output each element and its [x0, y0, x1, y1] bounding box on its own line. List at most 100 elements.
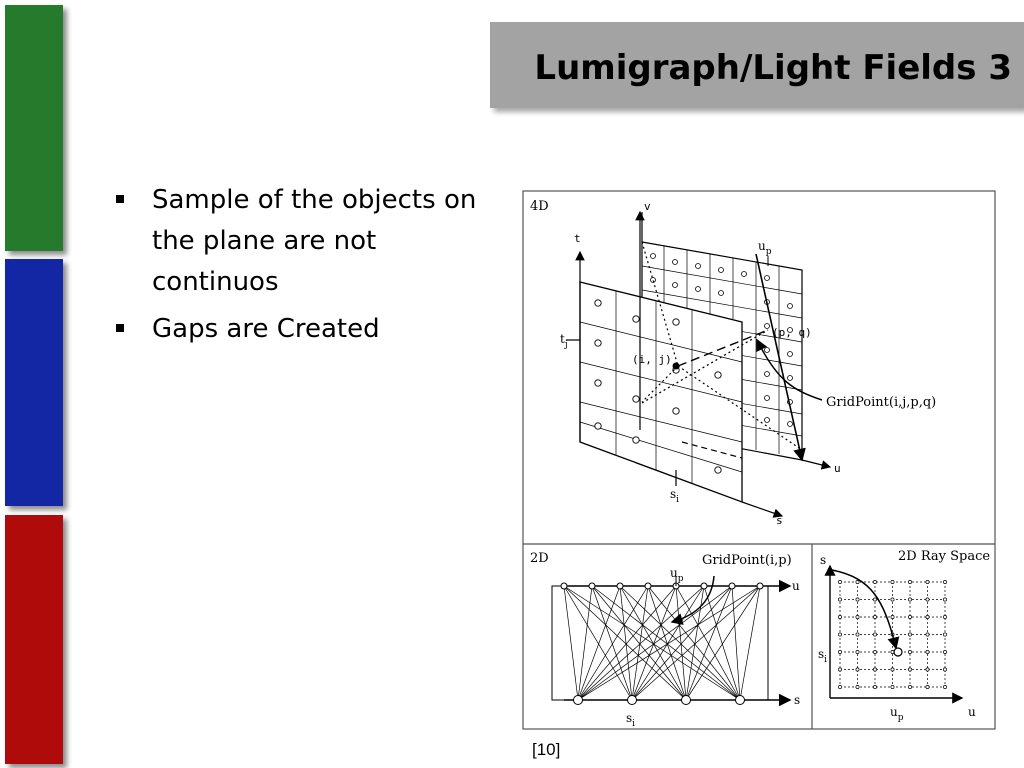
- ray-sample-point: [838, 615, 842, 619]
- ray-sample-point: [873, 685, 877, 689]
- ray-sample-point: [838, 667, 842, 672]
- twod-ray-line: [647, 585, 741, 701]
- ray-sample-point: [925, 685, 930, 689]
- ray-sample-point: [943, 650, 947, 654]
- rays-4d: [641, 212, 823, 462]
- bullet-item: Sample of the objects on the plane are n…: [112, 180, 497, 303]
- ray-sample-point: [855, 667, 860, 672]
- gridpoint-4d-label: GridPoint(i,j,p,q): [826, 395, 936, 410]
- ray-sample-point: [908, 580, 912, 584]
- twod-ray-line: [591, 585, 741, 701]
- ray-sample-point: [925, 650, 930, 654]
- ray-sample-point: [855, 615, 860, 619]
- twod-top-point: [644, 582, 652, 590]
- ray-sample-point: [943, 597, 947, 602]
- ray-sample-point: [855, 580, 860, 584]
- ray-axes: [824, 564, 964, 704]
- ray-sample-point: [855, 597, 860, 602]
- ray-sample-point: [873, 615, 877, 619]
- twod-ray-line: [563, 585, 741, 701]
- twod-bottom-point: [735, 695, 745, 705]
- ray-sample-point: [855, 685, 860, 689]
- ray-sample-point: [890, 615, 895, 619]
- ray-highlight-point: [893, 647, 903, 657]
- axes-4d: [566, 210, 832, 518]
- bullet-item: Gaps are Created: [112, 309, 497, 350]
- ray-sample-point: [890, 597, 895, 602]
- twod-bottom-point: [627, 695, 637, 705]
- ray-sample-point: [925, 632, 930, 637]
- axis-s-ray: s: [820, 553, 826, 567]
- ray-sample-point: [838, 597, 842, 602]
- twod-ray-line: [703, 585, 741, 701]
- axis-u-label: u: [834, 462, 841, 475]
- ray-sample-point: [838, 632, 842, 637]
- panel-ray-label: 2D Ray Space: [898, 549, 990, 564]
- si-label-2d: si: [626, 711, 635, 729]
- pq-label: (p, q): [772, 326, 812, 339]
- title-box: [490, 22, 1024, 108]
- bullet-list: Sample of the objects on the plane are n…: [112, 180, 497, 356]
- ray-sample-point: [908, 685, 912, 689]
- ray-sample-point: [925, 597, 930, 602]
- twod-bottom-point: [573, 695, 583, 705]
- ray-sample-point: [908, 632, 912, 637]
- ray-sample-point: [925, 580, 930, 584]
- ray-sample-point: [943, 615, 947, 619]
- twod-ray-line: [577, 585, 761, 701]
- ray-sample-point: [838, 580, 842, 584]
- twod-ray-line: [685, 585, 705, 701]
- axis-s-label: s: [776, 514, 783, 527]
- ij-label: (i, j): [632, 353, 672, 366]
- decor-bar-blue: [5, 259, 63, 506]
- ray-sample-point: [873, 632, 877, 637]
- twod-top-point: [756, 582, 764, 590]
- twod-ray-line: [631, 585, 733, 701]
- ray-sample-point: [925, 667, 930, 672]
- bullet-square-icon: [116, 195, 124, 203]
- twod-ray-line: [685, 585, 733, 701]
- axis-v-label: v: [644, 200, 651, 213]
- twod-ray-line: [563, 585, 687, 701]
- decor-bar-red: [5, 515, 63, 764]
- twod-ray-line: [577, 585, 649, 701]
- ray-sample-point: [838, 650, 842, 654]
- bullet-square-icon: [116, 324, 124, 332]
- twod-ray-line: [631, 585, 761, 701]
- twod-ray-line: [631, 585, 705, 701]
- bullet-text: Sample of the objects on the plane are n…: [152, 185, 477, 297]
- citation: [10]: [532, 740, 561, 759]
- ray-sample-point: [908, 615, 912, 619]
- ray-gridpoint-arrow: [831, 569, 900, 650]
- ray-sample-point: [855, 632, 860, 637]
- panel-4d-label: 4D: [530, 199, 549, 214]
- ray-sample-point: [943, 632, 947, 637]
- gridpoint-2d-label: GridPoint(i,p): [702, 553, 792, 568]
- up-label-2d: up: [670, 566, 684, 584]
- ray-sample-point: [908, 667, 912, 672]
- ray-points: [838, 580, 947, 689]
- twod-ray-line: [739, 585, 761, 701]
- twod-ray-line: [619, 585, 633, 701]
- panel-2d-label: 2D: [530, 551, 549, 566]
- axis-t-label: t: [574, 232, 581, 245]
- twod-ray-line: [577, 585, 621, 701]
- si-label: si: [670, 487, 679, 505]
- ray-sample-point: [838, 685, 842, 689]
- twod-ray-line: [631, 585, 649, 701]
- twod-ray-line: [731, 585, 741, 701]
- twod-ray-line: [577, 585, 733, 701]
- slide-title: Lumigraph/Light Fields 3: [534, 48, 1012, 88]
- ray-sample-point: [943, 685, 947, 689]
- ray-sample-point: [908, 650, 912, 654]
- up-label-ray: up: [890, 705, 904, 723]
- twod-ray-line: [675, 585, 687, 701]
- ray-sample-point: [873, 650, 877, 654]
- ray-sample-point: [873, 597, 877, 602]
- axis-u-2d: u: [792, 579, 800, 593]
- twod-ray-line: [619, 585, 687, 701]
- ray-sample-point: [855, 650, 860, 654]
- twod-ray-line: [647, 585, 687, 701]
- ray-sample-point: [943, 667, 947, 672]
- light-field-figure: 4D: [522, 190, 996, 730]
